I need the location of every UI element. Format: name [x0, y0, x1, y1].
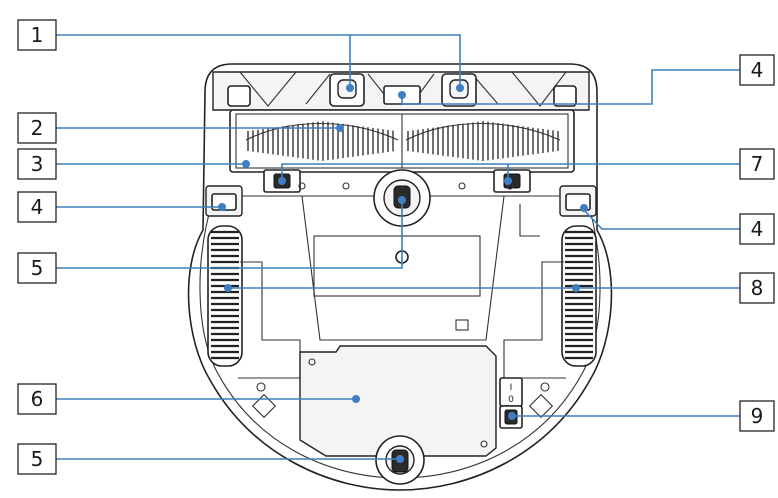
- cliff-sensor-right: [559, 185, 597, 217]
- switch-on-mark: I: [510, 383, 513, 393]
- callout-label: 6: [31, 387, 44, 411]
- callout-label: 2: [31, 116, 44, 140]
- callout-label: 1: [31, 23, 44, 47]
- callout-label: 9: [751, 404, 764, 428]
- battery-cover: [299, 345, 497, 457]
- callout-4-right: 4: [739, 213, 775, 245]
- callout-9: 9: [739, 400, 775, 432]
- callout-1: 1: [17, 19, 57, 51]
- callout-label: 5: [31, 447, 44, 471]
- callout-4-top-right: 4: [739, 54, 775, 86]
- callout-2: 2: [17, 112, 57, 144]
- callout-label: 8: [751, 276, 764, 300]
- callout-label: 3: [31, 152, 44, 176]
- bumper-latch-right: [553, 85, 577, 107]
- bumper-latch-left: [227, 85, 251, 107]
- bumper-ribs: [239, 71, 567, 107]
- cliff-sensor-left: [205, 185, 243, 217]
- callout-label: 4: [751, 58, 764, 82]
- callout-3: 3: [17, 148, 57, 180]
- callout-label: 5: [31, 256, 44, 280]
- drive-wheel-left: [207, 225, 301, 379]
- callout-label: 4: [751, 217, 764, 241]
- callout-5-upper: 5: [17, 252, 57, 284]
- callout-8: 8: [739, 272, 775, 304]
- callout-6: 6: [17, 383, 57, 415]
- drive-wheel-right: [503, 225, 597, 379]
- main-brush: [245, 121, 561, 161]
- callout-label: 4: [31, 195, 44, 219]
- power-switch: I 0: [499, 377, 523, 429]
- callout-label: 7: [751, 152, 764, 176]
- callout-5-lower: 5: [17, 443, 57, 475]
- decorative-screws: [251, 182, 554, 419]
- callout-7: 7: [739, 148, 775, 180]
- callout-4-left: 4: [17, 191, 57, 223]
- leader-lines: [56, 34, 740, 463]
- switch-off-mark: 0: [508, 395, 514, 405]
